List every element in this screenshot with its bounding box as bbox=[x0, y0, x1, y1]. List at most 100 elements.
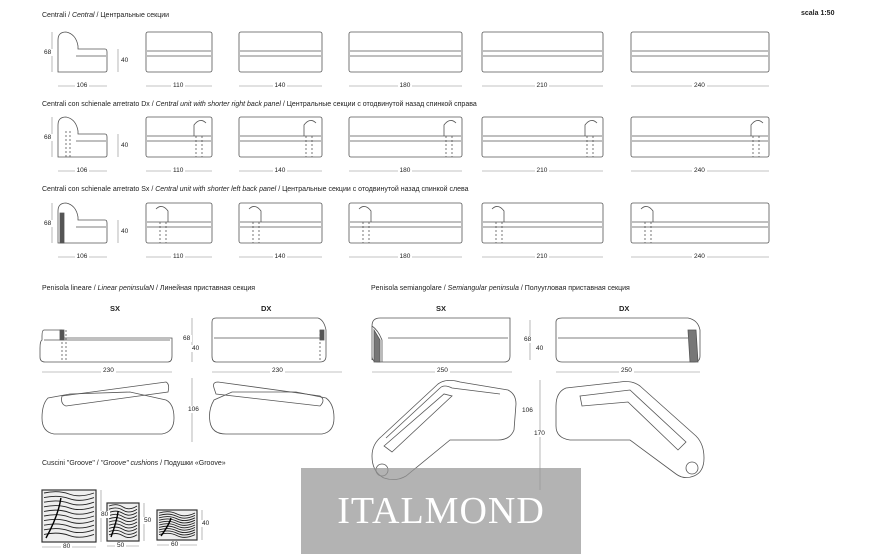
linear-sx-plan bbox=[41, 381, 175, 435]
semi-depth: 106 bbox=[520, 407, 535, 414]
width-label-240: 240 bbox=[692, 253, 707, 260]
cushion-width-label: 60 bbox=[169, 541, 181, 548]
title-it: Cuscini "Groove" / bbox=[42, 460, 101, 467]
cushion-2 bbox=[106, 502, 145, 547]
module-row-3 bbox=[51, 202, 770, 258]
section-title-cushions: Cuscini "Groove" / "Groove" cushions / П… bbox=[42, 460, 226, 467]
semi-sx-width: 250 bbox=[435, 367, 450, 374]
title-ru: / Линейная приставная секция bbox=[154, 285, 256, 292]
semi-dx-label: DX bbox=[619, 304, 630, 313]
module-row-1 bbox=[51, 31, 770, 87]
section-title-linear: Penisola lineare / Linear peninsulaN / Л… bbox=[42, 285, 255, 292]
module-110 bbox=[145, 31, 213, 87]
module-180 bbox=[348, 116, 463, 172]
watermark: ITALMOND bbox=[301, 468, 581, 554]
width-label-240: 240 bbox=[692, 82, 707, 89]
linear-seat-height: 40 bbox=[190, 345, 202, 352]
module-210 bbox=[481, 202, 604, 258]
width-label-180: 180 bbox=[397, 253, 413, 260]
module-210 bbox=[481, 31, 604, 87]
cushion-height-label: 40 bbox=[200, 520, 212, 527]
width-label-210: 210 bbox=[534, 167, 550, 174]
width-label-110: 110 bbox=[171, 253, 186, 260]
peninsula-drawings bbox=[39, 317, 705, 490]
cushion-height-label: 50 bbox=[142, 517, 154, 524]
section-title-central-dx: Centrali con schienale arretrato Dx / Ce… bbox=[42, 101, 477, 108]
cushion-drawings bbox=[41, 489, 203, 548]
linear-dx-width: 230 bbox=[270, 367, 285, 374]
width-label-140: 140 bbox=[272, 82, 288, 89]
title-en: Linear peninsulaN bbox=[97, 285, 155, 292]
cushion-1 bbox=[41, 489, 102, 548]
width-label-240: 240 bbox=[692, 167, 707, 174]
width-label-106: 106 bbox=[74, 253, 90, 260]
width-label-140: 140 bbox=[272, 253, 288, 260]
back-height-label: 68 bbox=[42, 134, 54, 141]
module-180 bbox=[348, 31, 463, 87]
width-label-106: 106 bbox=[74, 82, 90, 89]
section-title-central: Centrali / Central / Центральные секции bbox=[42, 12, 169, 19]
title-en: Central unit with shorter right back pan… bbox=[155, 101, 281, 108]
semi-dx-side bbox=[555, 317, 701, 363]
module-240 bbox=[630, 116, 770, 172]
title-it: Centrali con schienale arretrato Sx / bbox=[42, 186, 156, 193]
title-ru: / Центральные секции с отодвинутой назад… bbox=[280, 101, 477, 108]
width-label-110: 110 bbox=[171, 82, 186, 89]
width-label-180: 180 bbox=[397, 82, 413, 89]
module-106 bbox=[57, 116, 108, 172]
cushion-width-label: 80 bbox=[61, 543, 73, 550]
section-title-semi: Penisola semiangolare / Semiangular peni… bbox=[371, 285, 630, 292]
back-height-label: 68 bbox=[42, 49, 54, 56]
width-label-180: 180 bbox=[397, 167, 413, 174]
width-label-140: 140 bbox=[272, 167, 288, 174]
cushion-3 bbox=[156, 509, 203, 546]
title-it: Centrali con schienale arretrato Dx / bbox=[42, 101, 156, 108]
semi-length: 170 bbox=[532, 430, 547, 437]
linear-sx-label: SX bbox=[110, 304, 121, 313]
module-140 bbox=[238, 31, 323, 87]
semi-back-height: 68 bbox=[522, 336, 534, 343]
title-it: Centrali / bbox=[42, 12, 72, 19]
back-height-label: 68 bbox=[42, 220, 54, 227]
linear-depth: 106 bbox=[186, 406, 201, 413]
cushion-width-label: 50 bbox=[115, 542, 127, 549]
width-label-210: 210 bbox=[534, 82, 550, 89]
title-ru: / Полуугловая приставная секция bbox=[518, 285, 630, 292]
cushion-height-label: 80 bbox=[99, 511, 111, 518]
semi-dx-width: 250 bbox=[619, 367, 634, 374]
scale-label: scala 1:50 bbox=[801, 10, 835, 17]
title-en: Central bbox=[71, 12, 95, 19]
module-240 bbox=[630, 31, 770, 87]
width-label-106: 106 bbox=[74, 167, 90, 174]
module-140 bbox=[238, 202, 323, 258]
title-ru: / Центральные секции bbox=[94, 12, 170, 19]
title-ru: / Подушки «Groove» bbox=[158, 460, 226, 467]
seat-height-label: 40 bbox=[119, 142, 131, 149]
module-106 bbox=[57, 202, 108, 258]
section-title-central-sx: Centrali con schienale arretrato Sx / Ce… bbox=[42, 186, 469, 193]
module-180 bbox=[348, 202, 463, 258]
module-210 bbox=[481, 116, 604, 172]
module-110 bbox=[145, 202, 213, 258]
title-en: "Groove" cushions bbox=[100, 460, 159, 467]
title-en: Semiangular peninsula bbox=[447, 285, 519, 292]
module-110 bbox=[145, 116, 213, 172]
title-ru: / Центральные секции с отодвинутой назад… bbox=[276, 186, 469, 193]
title-it: Penisola semiangolare / bbox=[371, 285, 448, 292]
width-label-110: 110 bbox=[171, 167, 186, 174]
module-240 bbox=[630, 202, 770, 258]
linear-sx-width: 230 bbox=[101, 367, 116, 374]
module-rows bbox=[51, 31, 770, 258]
width-label-210: 210 bbox=[534, 253, 550, 260]
title-it: Penisola lineare / bbox=[42, 285, 98, 292]
linear-back-height: 68 bbox=[181, 335, 193, 342]
seat-height-label: 40 bbox=[119, 57, 131, 64]
semi-sx-plan bbox=[371, 380, 517, 480]
linear-dx-plan bbox=[209, 381, 335, 435]
semi-dx-plan bbox=[555, 381, 705, 478]
linear-dx-side bbox=[211, 317, 327, 363]
module-140 bbox=[238, 116, 323, 172]
semi-seat-height: 40 bbox=[534, 345, 546, 352]
semi-sx-label: SX bbox=[436, 304, 447, 313]
